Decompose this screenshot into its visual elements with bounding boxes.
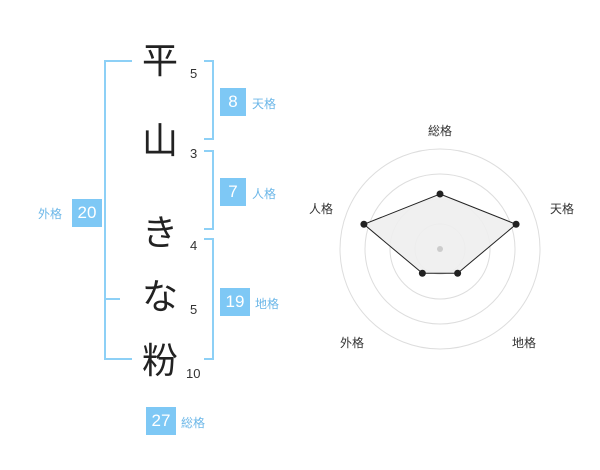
chikaku-label: 地格	[255, 297, 280, 311]
gaikaku-bracket-top	[104, 60, 132, 62]
soukaku-label: 総格	[181, 416, 206, 430]
name-char-2: 山	[141, 121, 178, 162]
jinkaku-bracket-bottom	[204, 228, 214, 230]
stroke-count-4: 5	[190, 302, 198, 317]
jinkaku-bracket-vertical	[212, 150, 214, 230]
gaikaku-label: 外格	[38, 207, 63, 221]
chikaku-bracket-top	[204, 238, 214, 240]
radar-ring-3	[364, 173, 516, 325]
gaikaku-bracket-mid	[104, 298, 120, 300]
jinkaku-label: 人格	[252, 187, 277, 201]
soukaku-badge: 27	[146, 407, 176, 435]
stroke-count-3: 4	[190, 238, 198, 253]
name-char-3: き	[141, 213, 178, 254]
stroke-count-2: 3	[190, 146, 198, 161]
tenkaku-bracket-vertical	[212, 60, 214, 140]
radar-center	[437, 246, 443, 252]
jinkaku-bracket-top	[204, 150, 214, 152]
chikaku-badge: 19	[220, 288, 250, 316]
gaikaku-bracket-vertical	[104, 60, 106, 360]
tenkaku-bracket-top	[204, 60, 214, 62]
stroke-count-1: 5	[190, 66, 198, 81]
tenkaku-bracket-bottom	[204, 138, 214, 140]
tenkaku-badge: 8	[220, 88, 246, 116]
chikaku-bracket-bottom	[204, 358, 214, 360]
radar-label-jinkaku: 人格	[309, 202, 334, 216]
radar-label-soukaku: 総格	[428, 124, 453, 138]
radar-point-5	[360, 220, 368, 228]
radar-label-chikaku: 地格	[512, 336, 537, 350]
jinkaku-badge: 7	[220, 178, 246, 206]
radar-point-2	[512, 220, 520, 228]
chikaku-bracket-vertical	[212, 238, 214, 360]
radar-point-3	[454, 269, 462, 277]
gaikaku-bracket-bottom	[104, 358, 132, 360]
radar-polygon	[362, 193, 518, 274]
radar-point-4	[418, 269, 426, 277]
tenkaku-label: 天格	[252, 97, 277, 111]
radar-label-tenkaku: 天格	[550, 202, 575, 216]
name-char-4: な	[141, 277, 178, 318]
radar-ring-4	[339, 148, 541, 350]
gaikaku-badge: 20	[72, 199, 102, 227]
name-char-5: 粉	[141, 341, 178, 382]
name-char-1: 平	[141, 41, 178, 82]
stroke-count-5: 10	[186, 366, 201, 381]
radar-point-1	[436, 190, 444, 198]
radar-label-gaikaku: 外格	[340, 336, 365, 350]
